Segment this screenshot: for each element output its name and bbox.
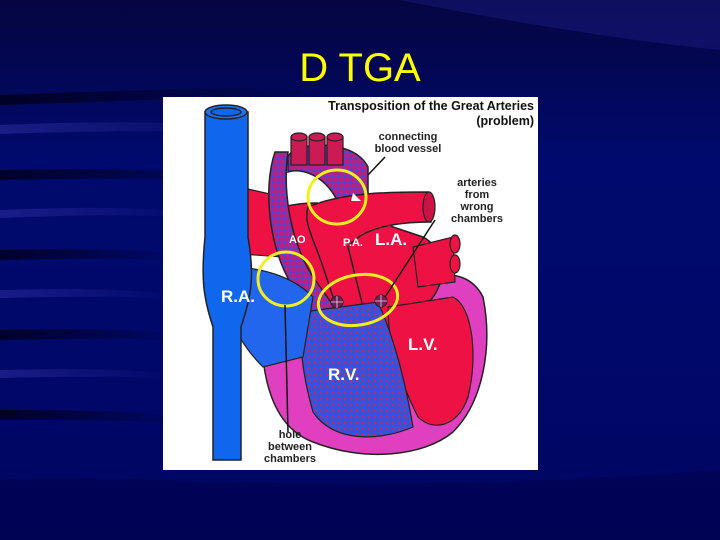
label-line: from [464,189,490,201]
label-line: chambers [264,453,316,465]
figure-title-line1: Transposition of the Great Arteries [328,99,534,113]
highlight-arteries [316,272,400,328]
pulmonary-artery-opening [422,191,436,223]
figure-title-line2: (problem) [476,114,534,128]
right-ventricle [300,301,414,438]
label-line: between [267,441,312,453]
label-line: connecting [378,131,438,143]
figure-title: Transposition of the Great Arteries (pro… [328,99,534,129]
heart-diagram [202,104,488,461]
heart-diagram-figure: Transposition of the Great Arteries (pro… [163,97,538,470]
callout-lines [284,156,436,433]
label-aorta: AO [289,234,306,246]
valves [330,294,388,309]
arch-branches [290,132,344,166]
label-line: blood vessel [374,143,442,155]
label-connecting-blood-vessel: connecting blood vessel [368,131,448,155]
label-line: wrong [460,201,494,213]
highlight-circles [256,168,400,328]
pulmonary-veins-right [412,234,461,288]
ductus-markers [313,193,361,203]
label-arteries-wrong-chambers: arteries from wrong chambers [443,177,511,225]
label-hole-between-chambers: hole between chambers [255,429,325,465]
label-pulmonary-artery: P.A. [343,237,363,249]
label-left-atrium: L.A. [375,230,408,249]
vena-cava [202,104,253,461]
highlight-hole [256,250,316,308]
label-line: arteries [457,177,497,189]
slide-title: D TGA [299,46,421,90]
label-line: hole [278,429,302,441]
label-line: chambers [451,213,503,225]
label-left-ventricle: L.V. [408,335,438,354]
label-right-atrium: R.A. [221,287,255,306]
label-right-ventricle: R.V. [328,365,360,384]
highlight-connecting-vessel [306,168,368,226]
